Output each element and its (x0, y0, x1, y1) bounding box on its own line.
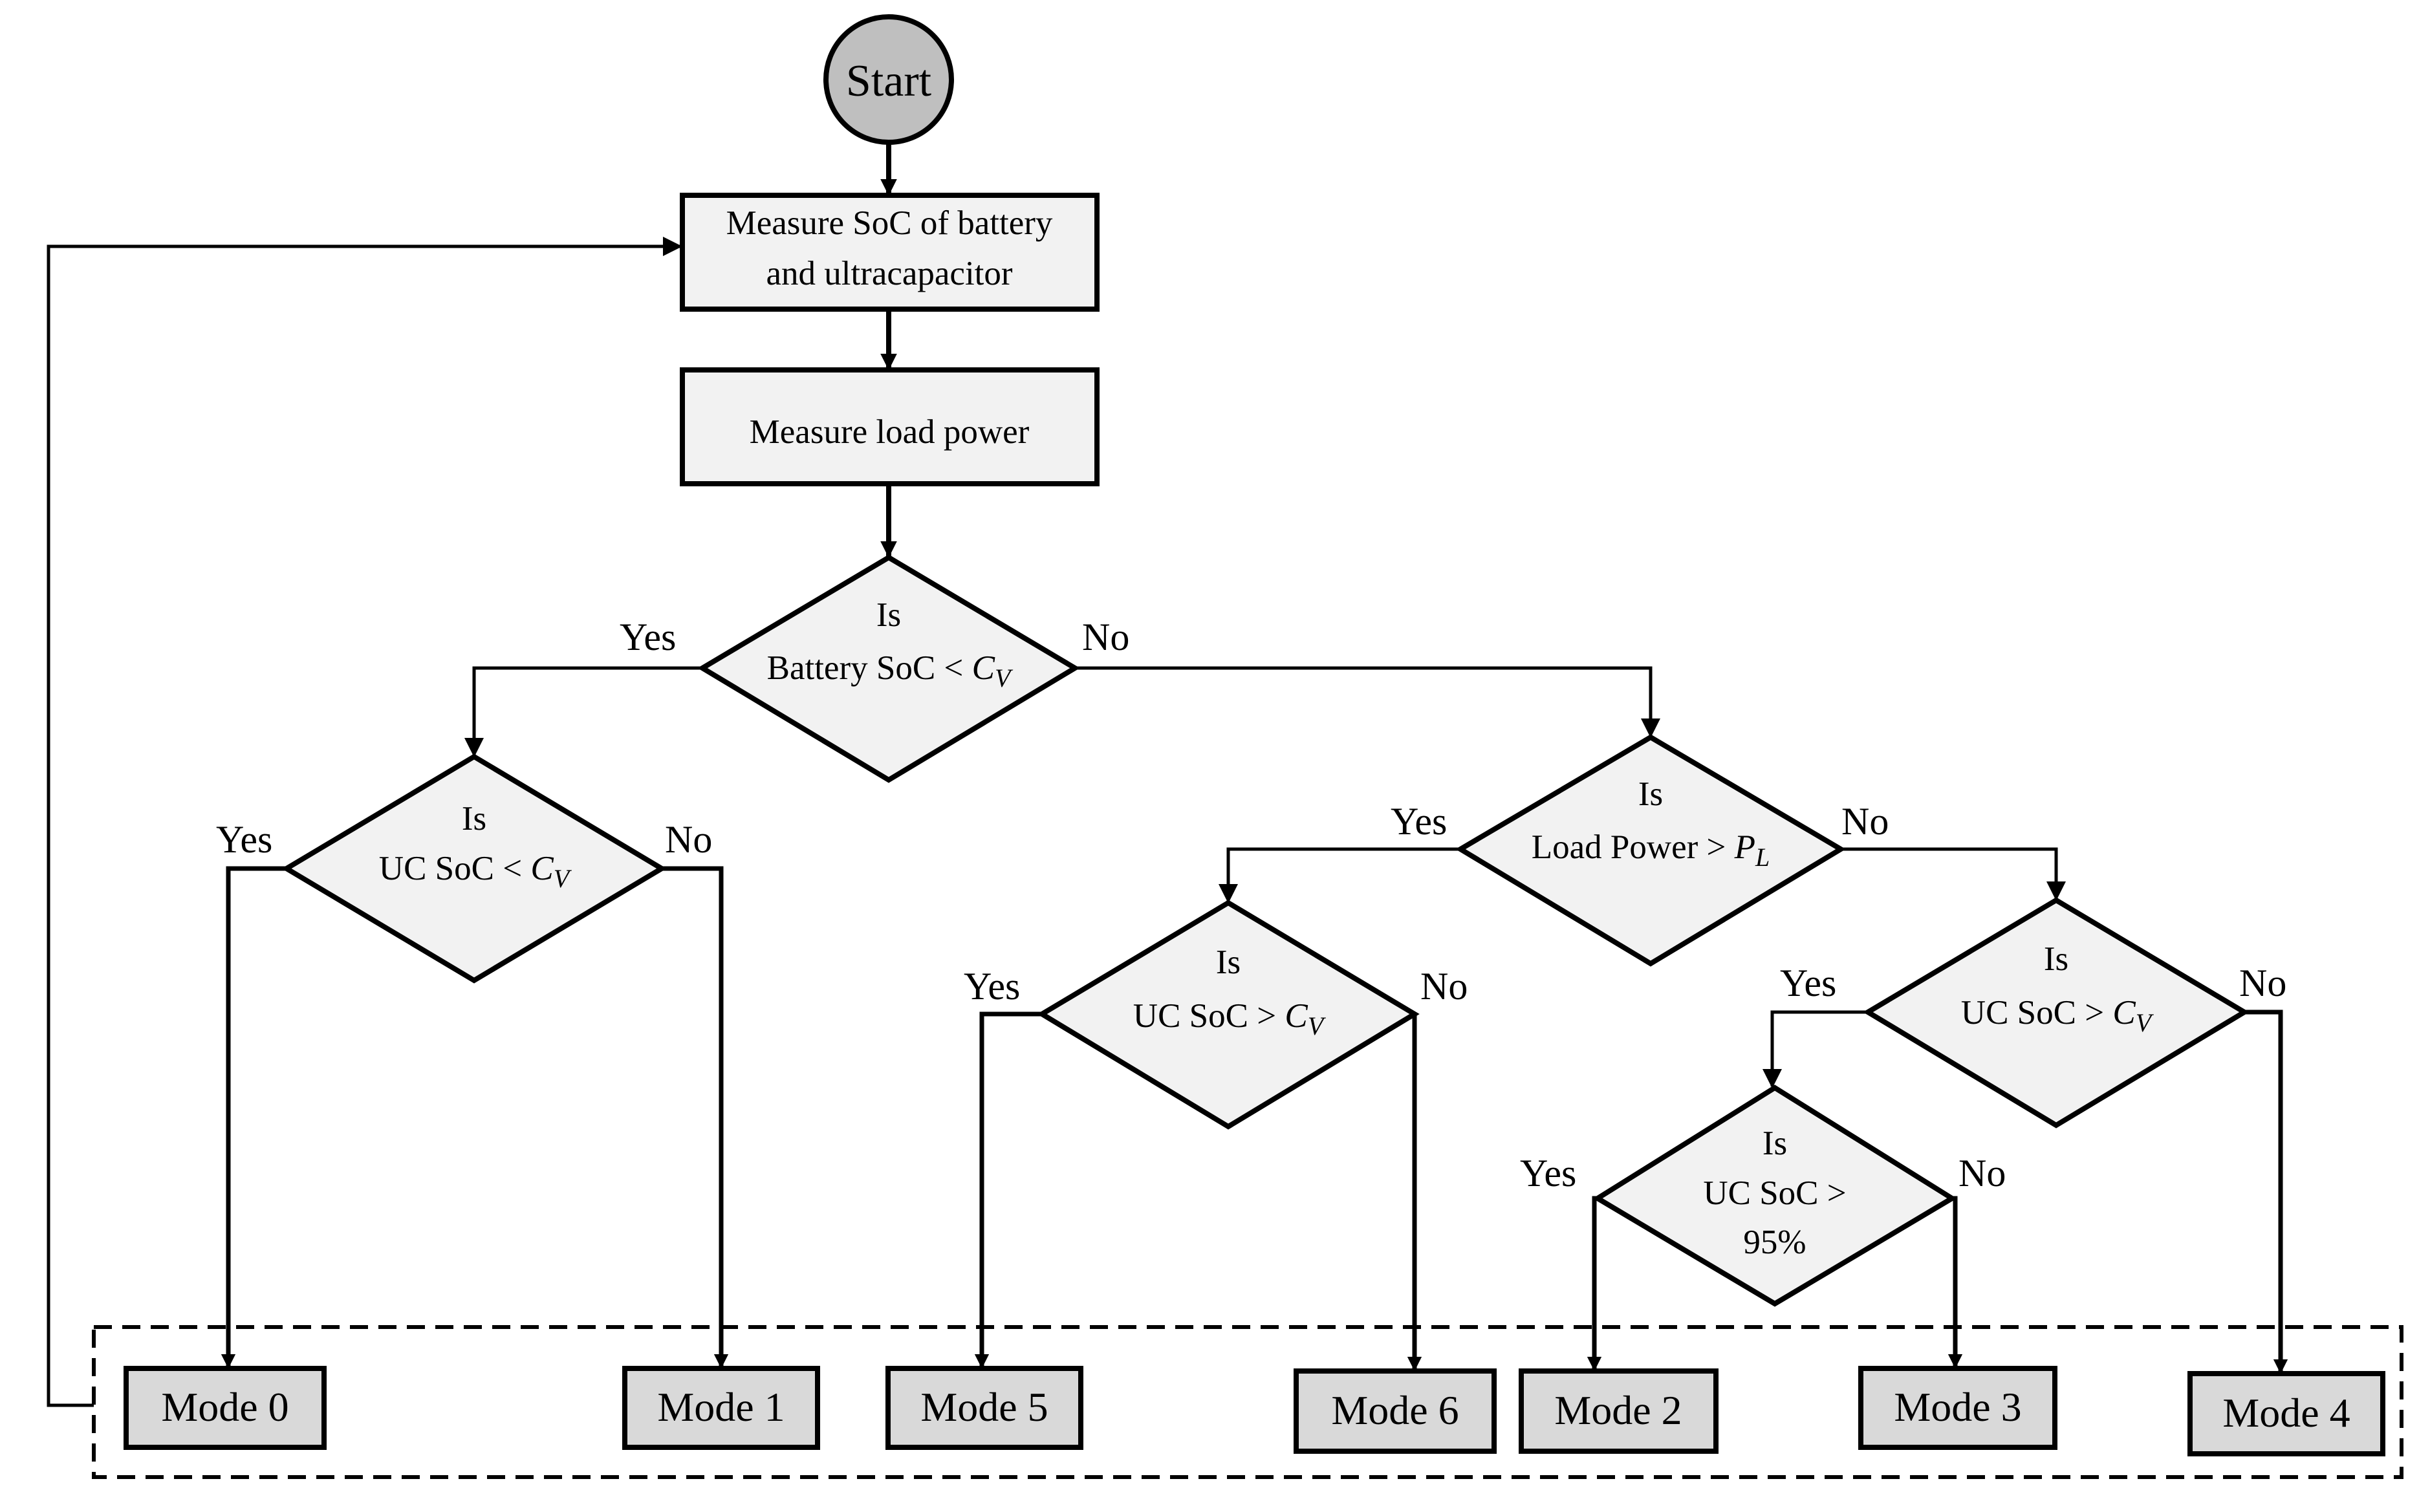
label-d5-no: No (2239, 962, 2286, 1004)
mode-1-box: Mode 1 (622, 1366, 820, 1450)
measure-load-box: Measure load power (680, 367, 1100, 486)
arrow-d5-no (2244, 1010, 2288, 1374)
decision-uc-soc-low-text: UC SoC < (379, 850, 522, 887)
arrow-d1-no (1075, 666, 1660, 738)
label-d1-no: No (1082, 616, 1129, 658)
branch-labels: Yes No Yes No Yes No Yes No Yes No Yes N… (216, 616, 2286, 1194)
label-d3-yes: Yes (1391, 800, 1447, 843)
label-d4-yes: Yes (964, 965, 1020, 1008)
arrow-feedback-loop (47, 237, 682, 1407)
label-d2-no: No (665, 818, 712, 861)
arrow-d1-yes (464, 666, 702, 757)
arrow-d2-no (662, 866, 729, 1369)
label-d6-yes: Yes (1520, 1152, 1576, 1194)
decision-load-power-sub: L (1755, 843, 1770, 872)
decision-battery-soc: Is Battery SoC < CV (697, 554, 1080, 783)
mode-1-label: Mode 1 (657, 1384, 785, 1430)
mode-3-box: Mode 3 (1858, 1366, 2057, 1450)
decision-uc-soc-mid-var: C (1285, 997, 1308, 1035)
start-node: Start (823, 14, 954, 145)
decision-uc-soc-low: Is UC SoC < CV (281, 753, 667, 984)
decision-load-power-line1: Is (1638, 775, 1663, 813)
mode-0-box: Mode 0 (124, 1366, 327, 1450)
decision-uc-soc-95-line2: UC SoC > (1703, 1174, 1846, 1212)
arrow-d3-yes (1219, 847, 1460, 903)
decision-uc-soc-mid-line1: Is (1216, 944, 1241, 981)
decision-uc-soc-right-line2: UC SoC > CV (1961, 994, 2154, 1037)
start-label: Start (846, 56, 932, 106)
decision-uc-soc-right-text: UC SoC > (1961, 994, 2104, 1031)
decision-uc-soc-low-sub: V (554, 864, 572, 893)
measure-soc-box: Measure SoC of battery and ultracapacito… (680, 193, 1100, 312)
label-d6-no: No (1958, 1152, 2006, 1194)
decision-load-power-var: P (1734, 828, 1755, 866)
decision-uc-soc-95-line1: Is (1763, 1125, 1787, 1162)
mode-0-label: Mode 0 (161, 1384, 288, 1430)
arrow-d5-yes (1763, 1010, 1868, 1088)
decision-battery-soc-var: C (972, 649, 995, 687)
decision-uc-soc-95-line3: 95% (1743, 1224, 1806, 1261)
mode-2-label: Mode 2 (1554, 1387, 1682, 1433)
mode-5-label: Mode 5 (920, 1384, 1048, 1430)
mode-6-box: Mode 6 (1294, 1368, 1497, 1454)
decision-uc-soc-low-var: C (530, 850, 554, 887)
decision-uc-soc-mid-sub: V (1308, 1011, 1327, 1041)
arrow-d6-no (1947, 1196, 1963, 1369)
decision-load-power: Is Load Power > PL (1455, 734, 1846, 967)
measure-soc-line2: and ultracapacitor (766, 255, 1012, 292)
mode-4-label: Mode 4 (2222, 1390, 2350, 1436)
decision-load-power-text: Load Power > (1532, 828, 1726, 866)
decision-uc-soc-mid-line2: UC SoC > CV (1133, 997, 1327, 1041)
decision-battery-soc-sub: V (995, 664, 1014, 693)
measure-soc-line1: Measure SoC of battery (726, 204, 1053, 242)
arrow-d6-yes (1587, 1196, 1602, 1372)
mode-5-box: Mode 5 (885, 1366, 1083, 1450)
decision-uc-soc-mid-text: UC SoC > (1133, 997, 1276, 1035)
decision-uc-soc-95: Is UC SoC > 95% (1592, 1085, 1957, 1307)
mode-6-label: Mode 6 (1331, 1387, 1459, 1433)
arrow-d2-yes (221, 866, 287, 1369)
mode-3-label: Mode 3 (1894, 1384, 2021, 1430)
label-d2-yes: Yes (216, 818, 272, 861)
mode-4-box: Mode 4 (2187, 1371, 2385, 1456)
modes-group-border (92, 1325, 2403, 1479)
label-d4-no: No (1420, 965, 1468, 1008)
decision-load-power-line2: Load Power > PL (1532, 828, 1770, 872)
label-d5-yes: Yes (1780, 962, 1836, 1004)
decision-uc-soc-right-line1: Is (2044, 940, 2068, 978)
decision-battery-soc-text: Battery SoC < (767, 649, 964, 687)
mode-2-box: Mode 2 (1519, 1368, 1719, 1454)
label-d3-no: No (1841, 800, 1889, 843)
decision-uc-soc-right-sub: V (2136, 1008, 2154, 1037)
decision-uc-soc-mid: Is UC SoC > CV (1037, 900, 1420, 1130)
arrow-d4-yes (974, 1011, 1042, 1369)
decision-battery-soc-line1: Is (876, 596, 901, 634)
decision-uc-soc-low-line1: Is (462, 800, 486, 837)
decision-uc-soc-right: Is UC SoC > CV (1863, 897, 2250, 1129)
label-d1-yes: Yes (620, 616, 676, 658)
decision-uc-soc-low-line2: UC SoC < CV (379, 850, 572, 893)
arrow-d3-no (1841, 847, 2066, 901)
connectors (47, 142, 2288, 1407)
measure-load-label: Measure load power (750, 413, 1030, 451)
decision-uc-soc-right-var: C (2112, 994, 2136, 1031)
decision-battery-soc-line2: Battery SoC < CV (767, 649, 1014, 693)
